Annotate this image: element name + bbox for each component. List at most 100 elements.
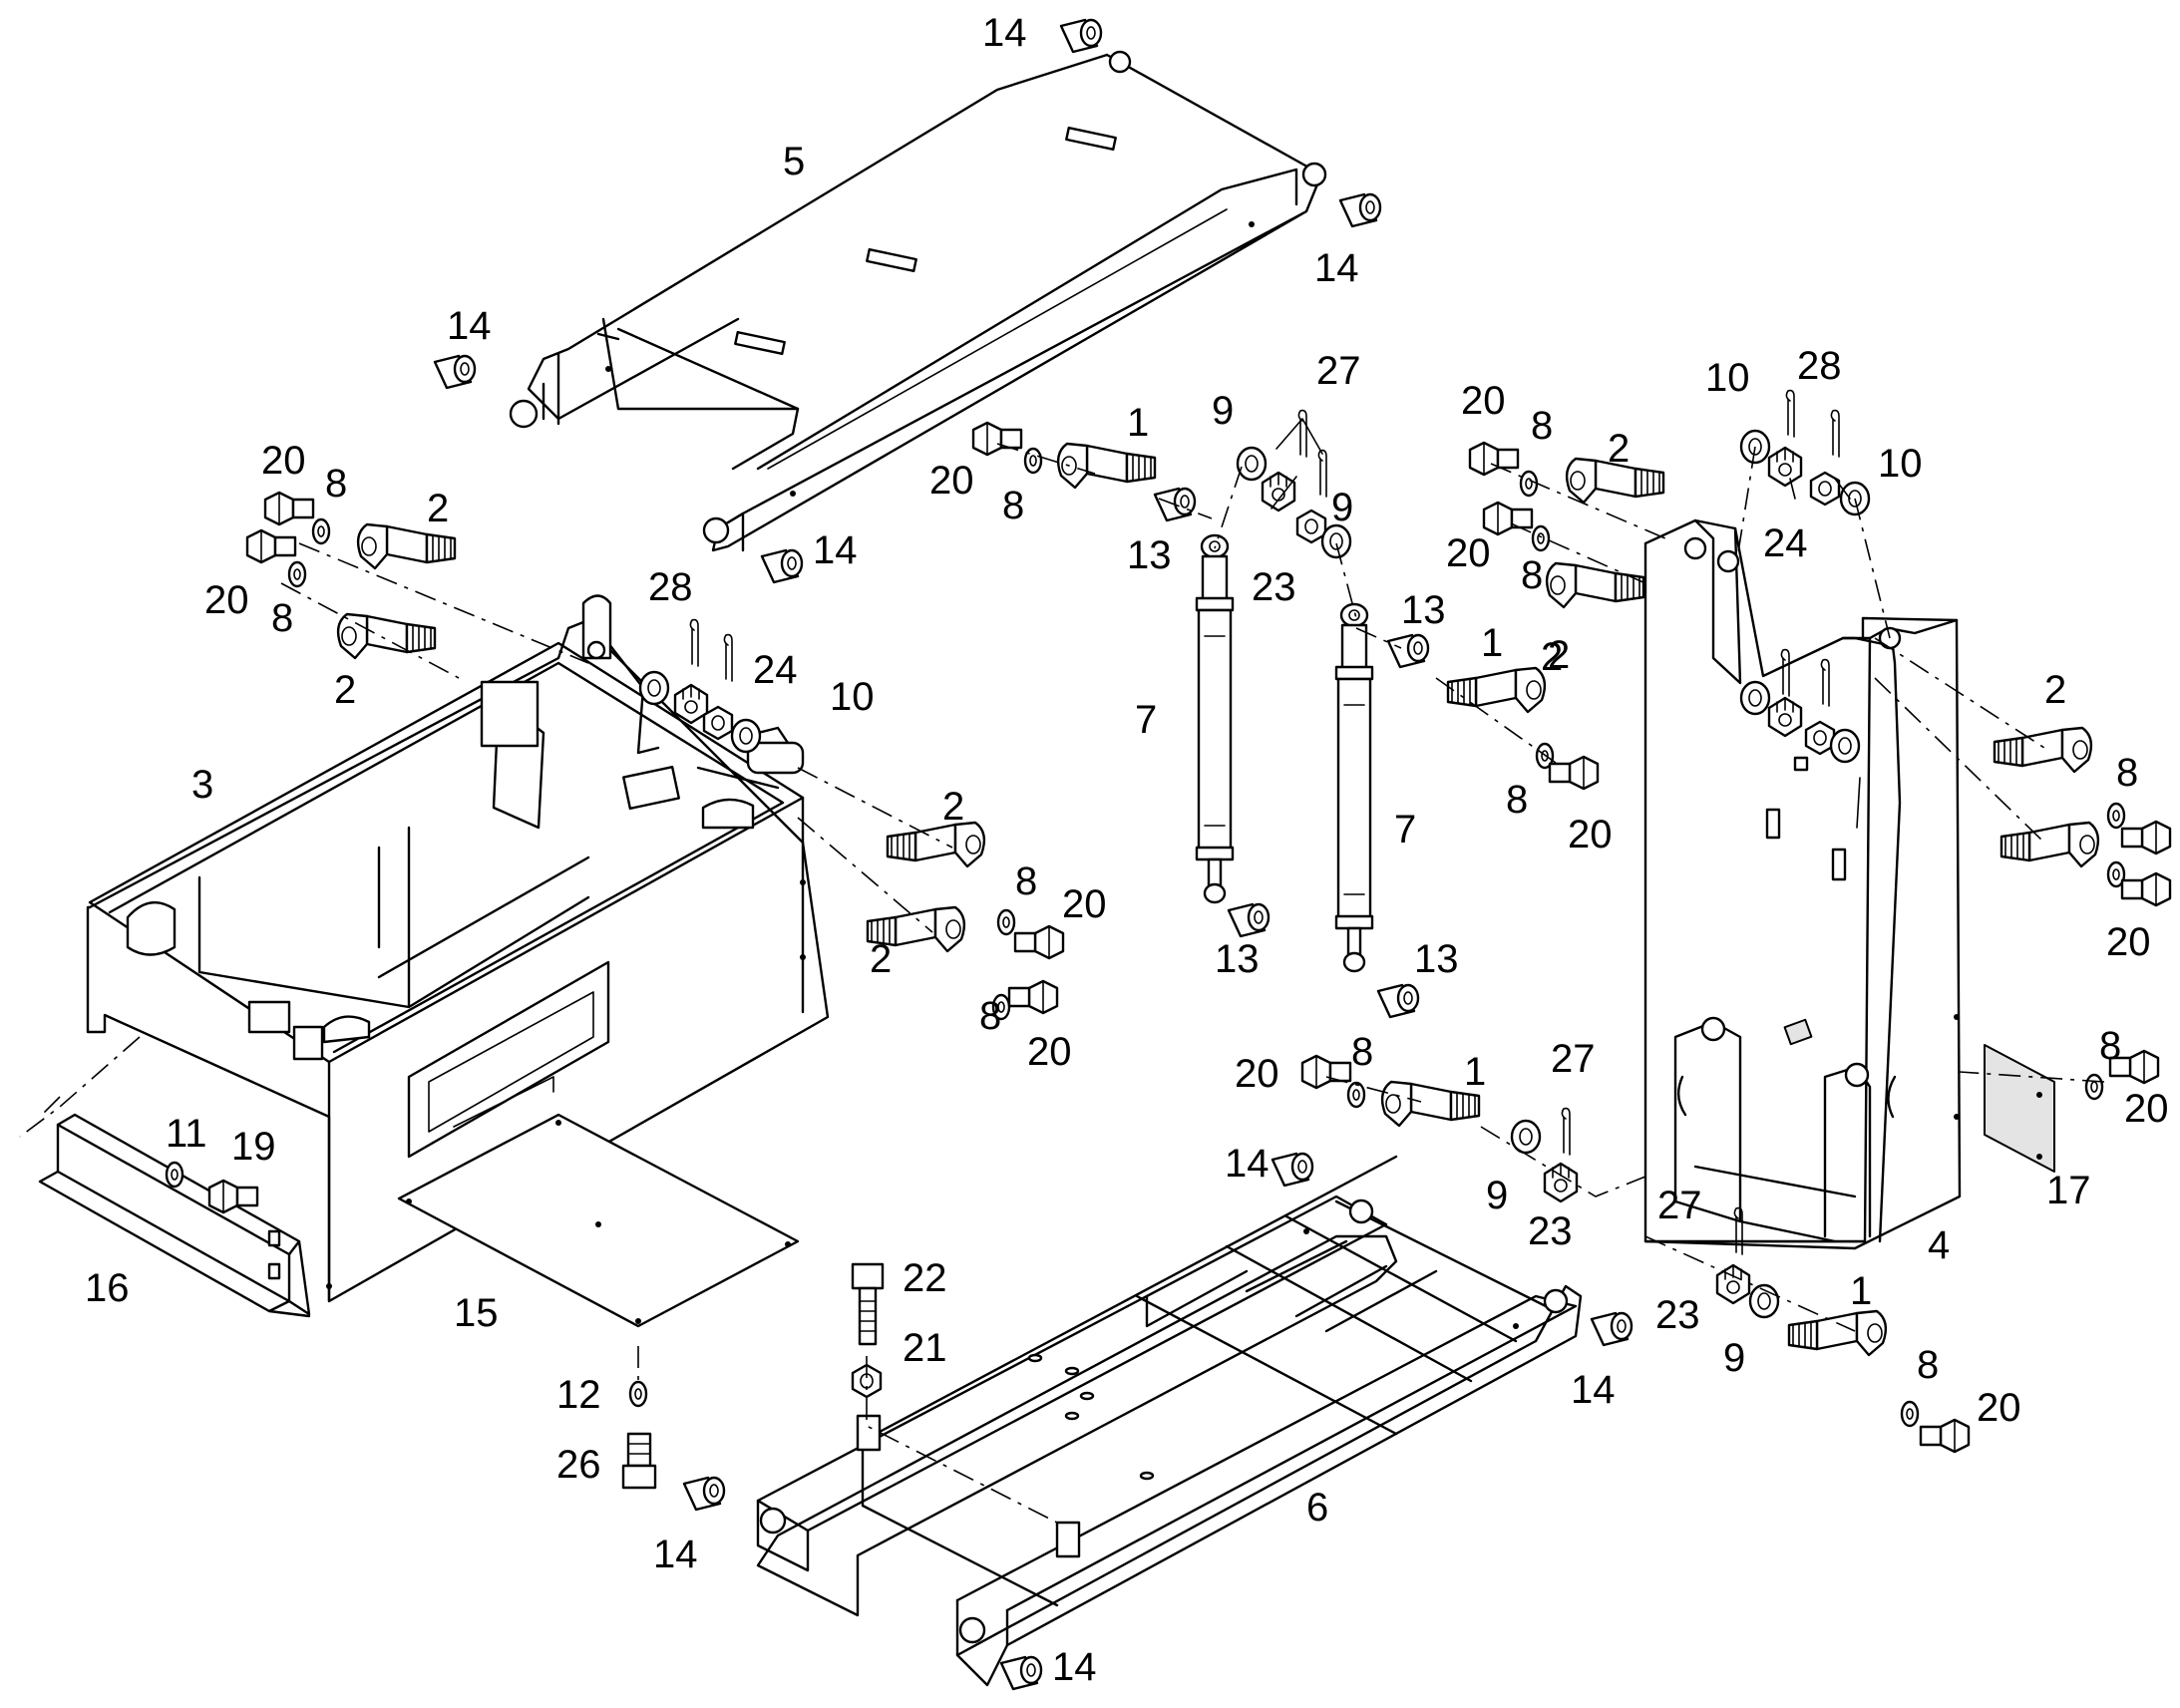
part-2-pin [1993, 726, 2093, 774]
callout-label: 20 [1027, 1030, 1072, 1074]
part-20-bolt [1468, 441, 1520, 477]
part-26-bolt [621, 1432, 657, 1490]
callout-label: 8 [1015, 859, 1037, 903]
callout-label: 24 [1763, 521, 1808, 565]
part-20-bolt [2120, 820, 2172, 855]
callout-label: 20 [929, 459, 974, 503]
part-8-washer [2106, 802, 2126, 830]
callout-label: 20 [1062, 882, 1107, 926]
callout-label: 11 [166, 1112, 207, 1156]
callout-label: 8 [1351, 1030, 1373, 1074]
callout-label: 8 [1531, 404, 1553, 448]
callout-label: 14 [1571, 1368, 1616, 1412]
part-1-pin [1787, 1309, 1888, 1357]
callout-label: 8 [1917, 1343, 1939, 1387]
callout-label: 27 [1551, 1037, 1596, 1081]
callout-label: 7 [1394, 808, 1416, 852]
part-3-base-frame [86, 594, 830, 1303]
callout-label: 23 [1252, 565, 1296, 609]
part-17-side-plate [1984, 1044, 2055, 1173]
part-19-bolt [207, 1179, 259, 1214]
part-14-bushing [433, 354, 477, 390]
part-9-washer [1510, 1119, 1542, 1155]
callout-label: 4 [1928, 1223, 1950, 1267]
part-20-bolt [1548, 755, 1600, 791]
callout-label: 28 [1797, 344, 1842, 388]
part-13-bushing [1227, 902, 1271, 938]
part-23-nut [1767, 696, 1803, 738]
callout-label: 20 [1568, 813, 1613, 856]
callout-label: 20 [204, 578, 249, 622]
part-7-cylinder [1334, 602, 1374, 973]
callout-label: 14 [1225, 1142, 1270, 1186]
part-27-cotter-pin [1297, 409, 1307, 458]
callout-label: 1 [1481, 621, 1503, 665]
part-8-washer [2084, 1073, 2104, 1101]
callout-label: 6 [1306, 1486, 1328, 1530]
part-24-nut [702, 705, 734, 741]
callout-label: 20 [261, 439, 306, 483]
part-14-bushing [1338, 192, 1382, 228]
callout-label: 23 [1528, 1209, 1573, 1253]
callout-label: 9 [1486, 1174, 1508, 1217]
part-4-upright [1643, 518, 1962, 1250]
callout-label: 13 [1414, 937, 1459, 981]
part-15-plate [397, 1113, 800, 1328]
part-24-nut [673, 683, 709, 725]
callout-label: 10 [1878, 442, 1923, 486]
callout-label: 16 [85, 1266, 130, 1310]
part-8-washer [1346, 1081, 1366, 1109]
part-27-cotter-pin [1561, 1107, 1571, 1156]
part-9-washer [1320, 523, 1352, 559]
callout-label: 9 [1331, 486, 1353, 529]
callout-label: 17 [2046, 1169, 2091, 1212]
part-9-washer [1739, 680, 1771, 716]
part-8-washer [1531, 524, 1551, 552]
callout-label: 22 [903, 1256, 947, 1300]
callout-label: 14 [1052, 1645, 1097, 1689]
part-14-bushing [1059, 18, 1103, 54]
part-2-pin [356, 522, 457, 570]
part-9-washer [1829, 728, 1861, 764]
callout-label: 24 [753, 648, 798, 692]
callout-label: 2 [427, 487, 449, 530]
part-20-bolt [1013, 924, 1065, 960]
part-20-bolt [1300, 1054, 1352, 1090]
part-8-washer [996, 908, 1016, 936]
part-13-bushing [1376, 983, 1420, 1019]
part-2-pin [1999, 821, 2100, 868]
part-28-cotter-pin [723, 633, 733, 682]
callout-label: 8 [2116, 751, 2138, 795]
callout-label: 23 [1655, 1293, 1700, 1337]
part-2-pin [1545, 561, 1645, 609]
callout-label: 20 [2124, 1087, 2169, 1131]
part-12-washer [628, 1380, 648, 1408]
callout-label: 8 [325, 462, 347, 506]
callout-label: 20 [2106, 920, 2151, 964]
part-23-nut [1295, 509, 1327, 544]
callout-label: 2 [1541, 635, 1563, 679]
part-14-bushing [999, 1655, 1043, 1691]
callout-label: 3 [191, 763, 213, 807]
callout-label: 13 [1215, 937, 1260, 981]
part-10-washer [730, 718, 762, 754]
callout-label: 21 [903, 1326, 947, 1370]
callout-label: 2 [2044, 668, 2066, 712]
callout-label: 28 [648, 565, 693, 609]
callout-label: 20 [1461, 379, 1506, 423]
part-8-washer [311, 517, 331, 545]
callout-label: 20 [1446, 531, 1491, 575]
part-13-bushing [1386, 633, 1430, 669]
part-5-upper-frame [509, 50, 1327, 552]
part-6-lower-frame [756, 1155, 1583, 1687]
part-8-washer [287, 560, 307, 588]
part-23-nut [1543, 1162, 1579, 1203]
callout-label: 2 [870, 937, 892, 981]
part-14-bushing [1271, 1152, 1314, 1188]
part-28-cotter-pin [689, 618, 699, 667]
part-22-bolt [851, 1262, 885, 1346]
callout-label: 12 [556, 1373, 601, 1417]
callout-label: 7 [1135, 698, 1157, 742]
